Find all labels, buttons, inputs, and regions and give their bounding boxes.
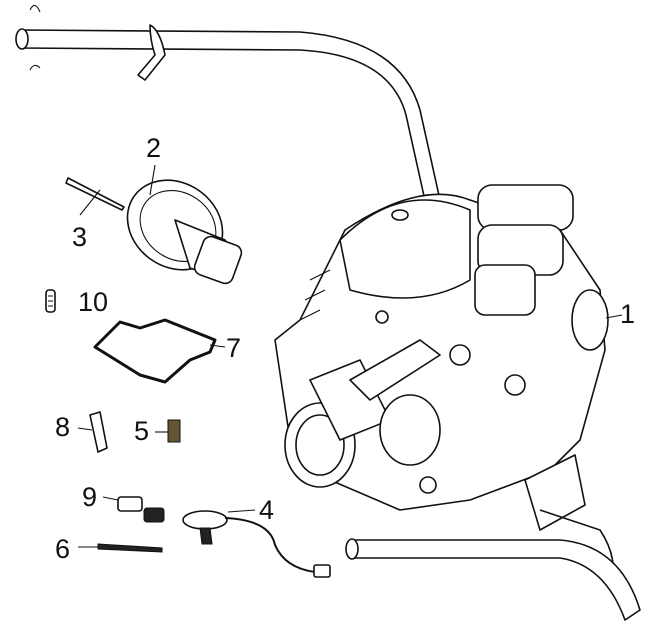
callout-6: 6 [55, 534, 71, 564]
part-1-carburetor [274, 184, 623, 591]
part-9-clip [102, 496, 165, 523]
callout-5: 5 [134, 416, 150, 446]
part-2-diaphragm-piston [126, 164, 243, 285]
callout-9: 9 [82, 482, 98, 512]
part-10-jet [45, 289, 56, 313]
part-4-sensor-wire [182, 509, 331, 578]
bottom-hose [345, 538, 641, 621]
callout-1: 1 [620, 299, 636, 329]
part-8-screw [77, 411, 108, 453]
part-7-gasket [93, 318, 226, 384]
callout-8: 8 [55, 412, 71, 442]
callout-3: 3 [72, 222, 88, 252]
part-6-pin [78, 543, 163, 553]
callout-10: 10 [78, 287, 109, 317]
callout-7: 7 [226, 333, 242, 363]
top-hose [15, 4, 441, 206]
part-5-spring [155, 419, 181, 443]
part-3-jet-needle [65, 177, 125, 216]
callout-4: 4 [259, 495, 275, 525]
callout-2: 2 [146, 133, 162, 163]
